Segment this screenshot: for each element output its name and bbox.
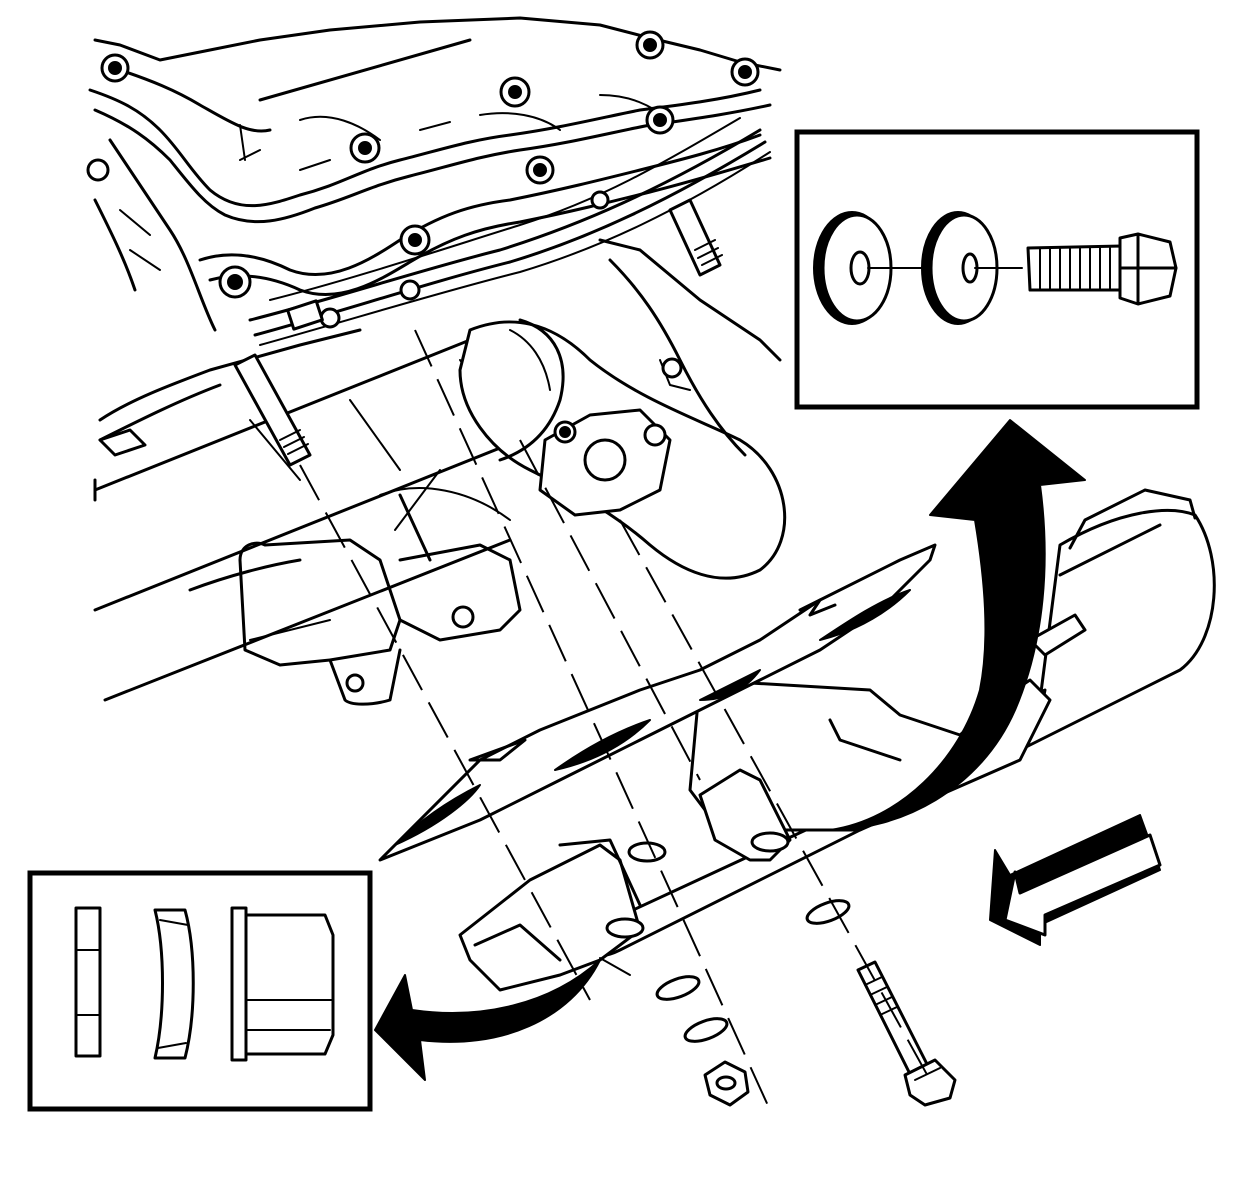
nut-profile-inset [27,870,373,1112]
curved-arrow-to-upper-inset [829,419,1086,831]
exhaust-crossover-pipe [458,238,787,580]
transmission-bellhousing [188,469,522,706]
shield-bolts [233,198,957,1107]
direction-arrow [989,814,1162,946]
washer-bolt-inset [794,129,1200,410]
curved-arrow-to-lower-inset [374,959,601,1081]
spacer-washers [655,899,851,1043]
shield-nuts [703,1060,750,1107]
heat-shield [378,488,1216,992]
alignment-lines [299,329,931,1111]
engine-block [86,16,782,702]
